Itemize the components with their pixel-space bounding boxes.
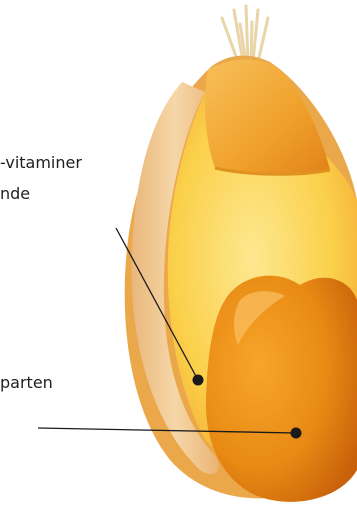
pointer-dot-2 [291,428,302,439]
label-vitaminer: -vitaminer [0,153,82,173]
brush-hairs [222,6,268,62]
pointer-dot-1 [193,375,204,386]
label-nde: nde [0,184,30,204]
label-parten: parten [0,373,53,393]
germ [206,276,357,502]
